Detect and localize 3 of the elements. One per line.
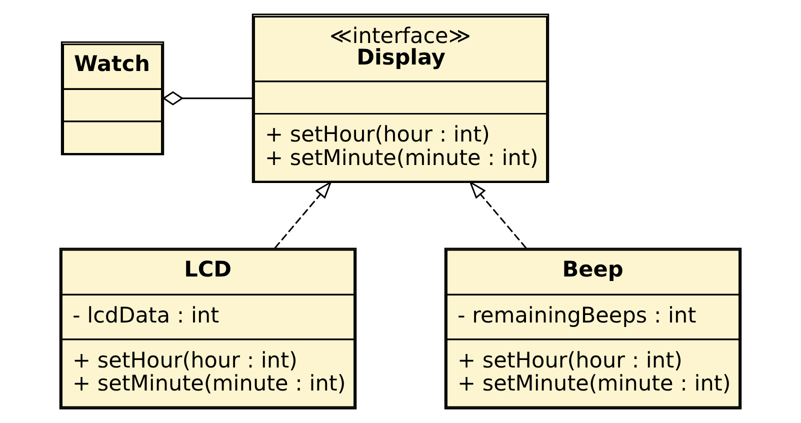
- arrow: [274, 180, 332, 249]
- connector: [162, 91, 252, 106]
- arrow: [468, 180, 527, 249]
